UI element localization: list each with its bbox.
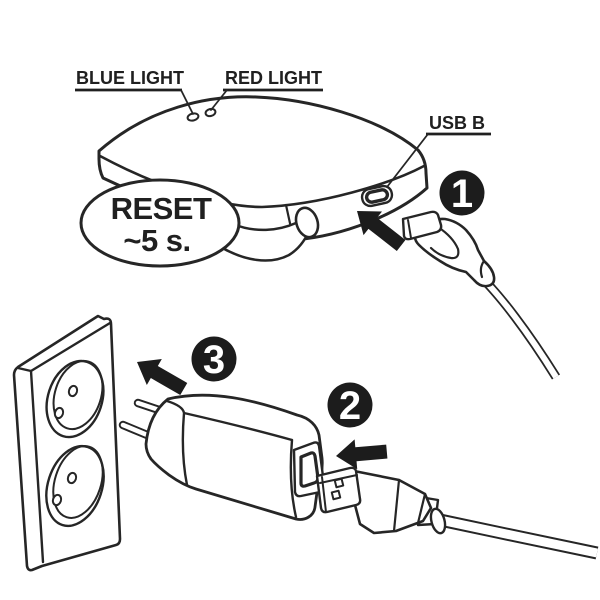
device-labels: BLUE LIGHT RED LIGHT USB B [75, 68, 491, 188]
outlet-plate [12, 314, 122, 572]
shield-hole [333, 477, 345, 489]
usb-a-connector-body [352, 469, 433, 535]
reset-button [294, 206, 320, 239]
step-2-badge: 2 [327, 382, 373, 428]
red-light-leader-line [210, 89, 228, 111]
step-2-arrow-left-icon [336, 439, 388, 470]
outlet-socket-top [45, 359, 105, 439]
step-2-number: 2 [339, 384, 361, 428]
blue-light-leader-line [180, 89, 194, 115]
blue-light-label: BLUE LIGHT [76, 68, 184, 88]
reset-label-line2: ~5 s. [123, 223, 190, 258]
outlet-plate-front-edges [16, 321, 112, 564]
reset-callout: RESET ~5 s. [79, 178, 320, 268]
socket-pin-hole [67, 384, 79, 398]
step-3-arrow-left-icon [137, 359, 188, 396]
connector-ring-line [479, 259, 486, 279]
socket-pin-hole [53, 406, 65, 420]
outlet-socket-bottom [45, 444, 105, 528]
strain-relief [429, 507, 447, 535]
reset-label-line1: RESET [111, 191, 212, 226]
adapter-face-edges [165, 399, 298, 519]
wall-outlet [12, 314, 122, 572]
speech-bubble [79, 178, 241, 268]
connector-bevel-lines [392, 478, 427, 533]
bubble-tail [217, 221, 311, 262]
step-3-circle [191, 336, 237, 382]
usb-a-port-opening [299, 451, 320, 488]
step-1-arrow-left-icon [357, 211, 406, 251]
step-3-badge: 3 [191, 336, 237, 382]
plug-tip-facet-line [407, 219, 412, 239]
usb-a-cable-core [439, 515, 598, 558]
micro-usb-connector-body [413, 217, 496, 288]
step-1-circle [439, 170, 485, 216]
micro-usb-plug-tip [401, 210, 443, 241]
red-led-icon [204, 107, 217, 118]
micro-usb-cable-assembly [401, 210, 561, 380]
socket-pin-hole [66, 471, 78, 485]
red-light-label: RED LIGHT [225, 68, 322, 88]
usb-a-connector-assembly [315, 466, 599, 560]
step-1-badge: 1 [439, 170, 485, 216]
shield-hole [330, 489, 342, 501]
micro-usb-port [360, 184, 394, 208]
usb-b-label: USB B [429, 113, 485, 133]
socket-pin-hole [51, 493, 63, 507]
usb-b-leader-line [386, 133, 429, 188]
power-adapter [118, 393, 326, 521]
step-2-circle [327, 382, 373, 428]
connector-grip-line [429, 225, 460, 260]
step-3-number: 3 [203, 338, 225, 382]
step-1-number: 1 [451, 172, 473, 216]
